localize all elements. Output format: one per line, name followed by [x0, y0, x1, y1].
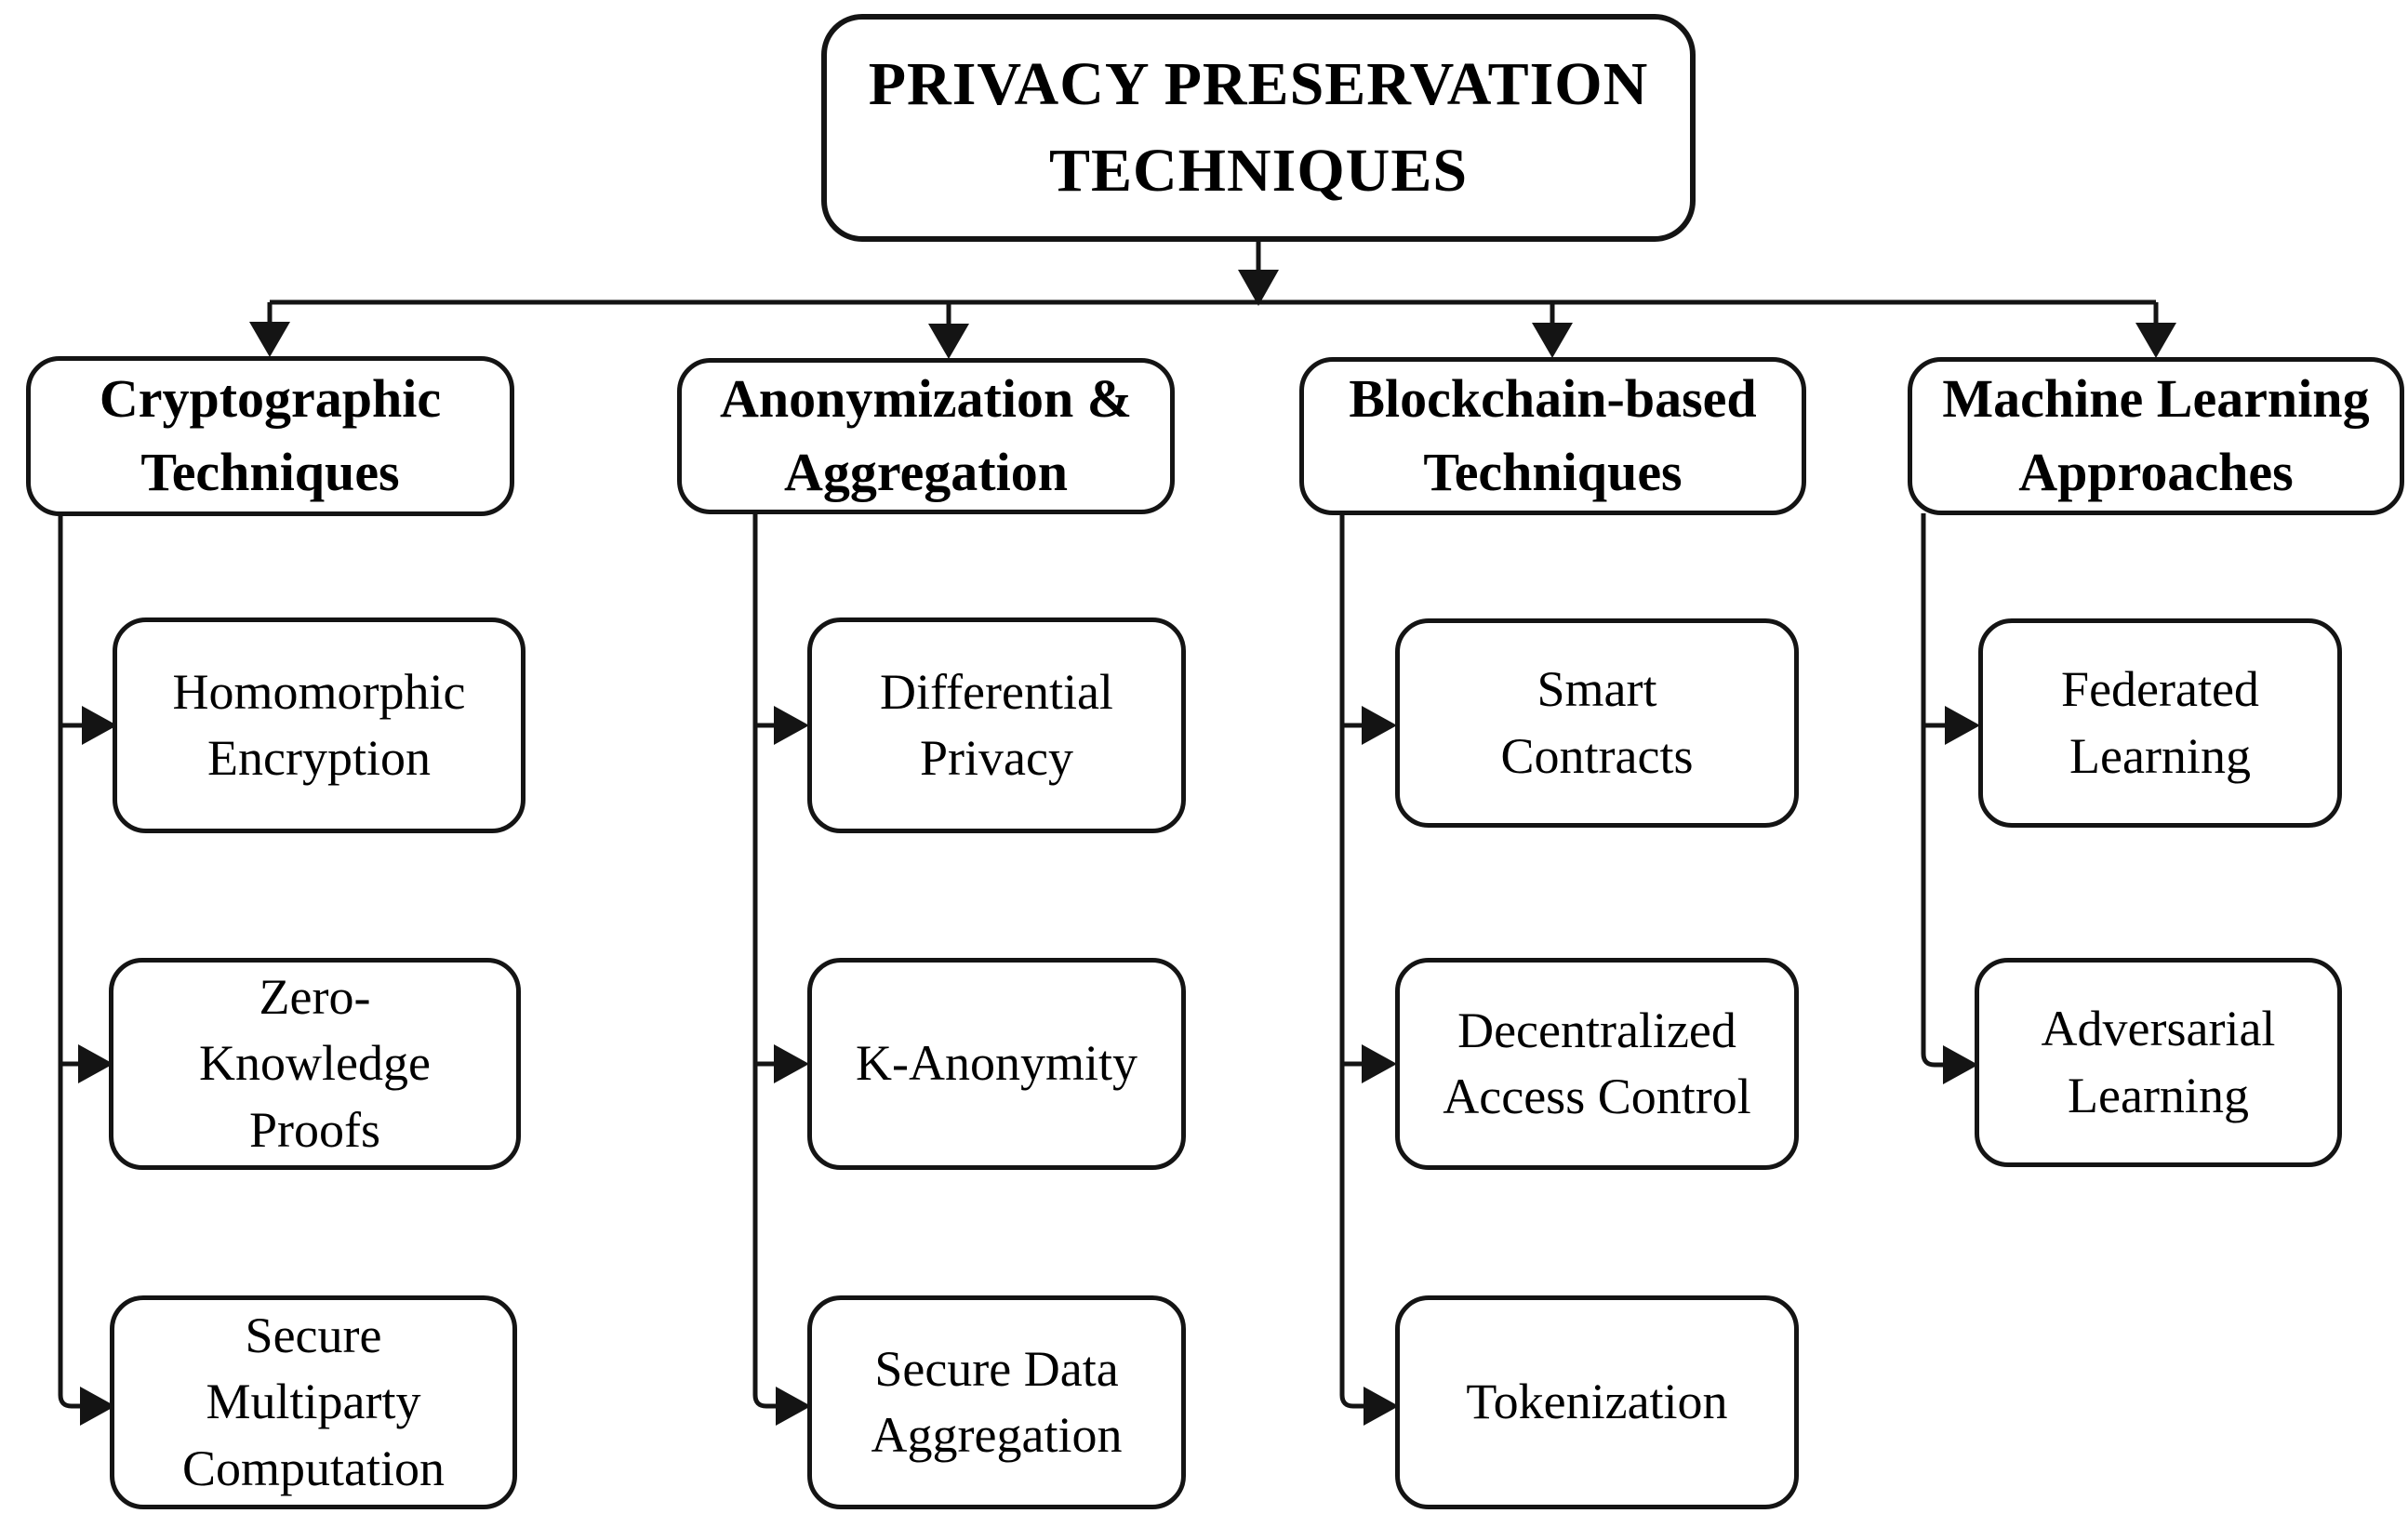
connector-branch-federated-learning	[1923, 706, 1980, 745]
technique-node-tokenization: Tokenization	[1395, 1295, 1799, 1509]
category-node-machine-learning-approaches: Machine Learning Approaches	[1908, 357, 2404, 515]
technique-node-differential-privacy: Differential Privacy	[807, 617, 1186, 833]
connector-spine-machine-learning	[1921, 513, 1978, 1084]
connector-drop-cryptographic	[249, 302, 290, 357]
technique-node-k-anonymity: K-Anonymity	[807, 958, 1186, 1170]
technique-node-decentralized-access-control: Decentralized Access Control	[1395, 958, 1799, 1170]
technique-node-secure-multiparty-computation: Secure Multiparty Computation	[110, 1295, 517, 1509]
technique-node-zero-knowledge-proofs: Zero- Knowledge Proofs	[109, 958, 521, 1170]
connector-spine-anonymization	[752, 512, 811, 1426]
connector-branch-differential-privacy	[755, 706, 809, 745]
category-node-blockchain-based-techniques: Blockchain-based Techniques	[1299, 357, 1806, 515]
connector-branch-zero-knowledge-proofs	[60, 1044, 113, 1083]
technique-node-adversarial-learning: Adversarial Learning	[1975, 958, 2342, 1167]
connector-spine-cryptographic	[58, 514, 115, 1426]
connector-drop-machine-learning	[2135, 302, 2176, 358]
connector-branch-decentralized-access-control	[1342, 1044, 1397, 1083]
technique-node-federated-learning: Federated Learning	[1978, 618, 2342, 828]
technique-node-secure-data-aggregation: Secure Data Aggregation	[807, 1295, 1186, 1509]
connector-branch-homomorphic-encryption	[60, 706, 117, 745]
technique-node-smart-contracts: Smart Contracts	[1395, 618, 1799, 828]
connector-branch-k-anonymity	[755, 1044, 809, 1083]
technique-node-homomorphic-encryption: Homomorphic Encryption	[113, 617, 526, 833]
root-node-privacy-preservation-techniques: PRIVACY PRESERVATION TECHNIQUES	[821, 14, 1696, 242]
category-node-anonymization-aggregation: Anonymization & Aggregation	[677, 358, 1175, 514]
connector-spine-blockchain	[1339, 513, 1399, 1426]
connector-drop-blockchain	[1532, 302, 1573, 358]
connector-root-stem	[1238, 242, 1279, 306]
connector-branch-smart-contracts	[1342, 706, 1397, 745]
connector-drop-anonymization	[928, 302, 969, 359]
category-node-cryptographic-techniques: Cryptographic Techniques	[26, 356, 514, 516]
